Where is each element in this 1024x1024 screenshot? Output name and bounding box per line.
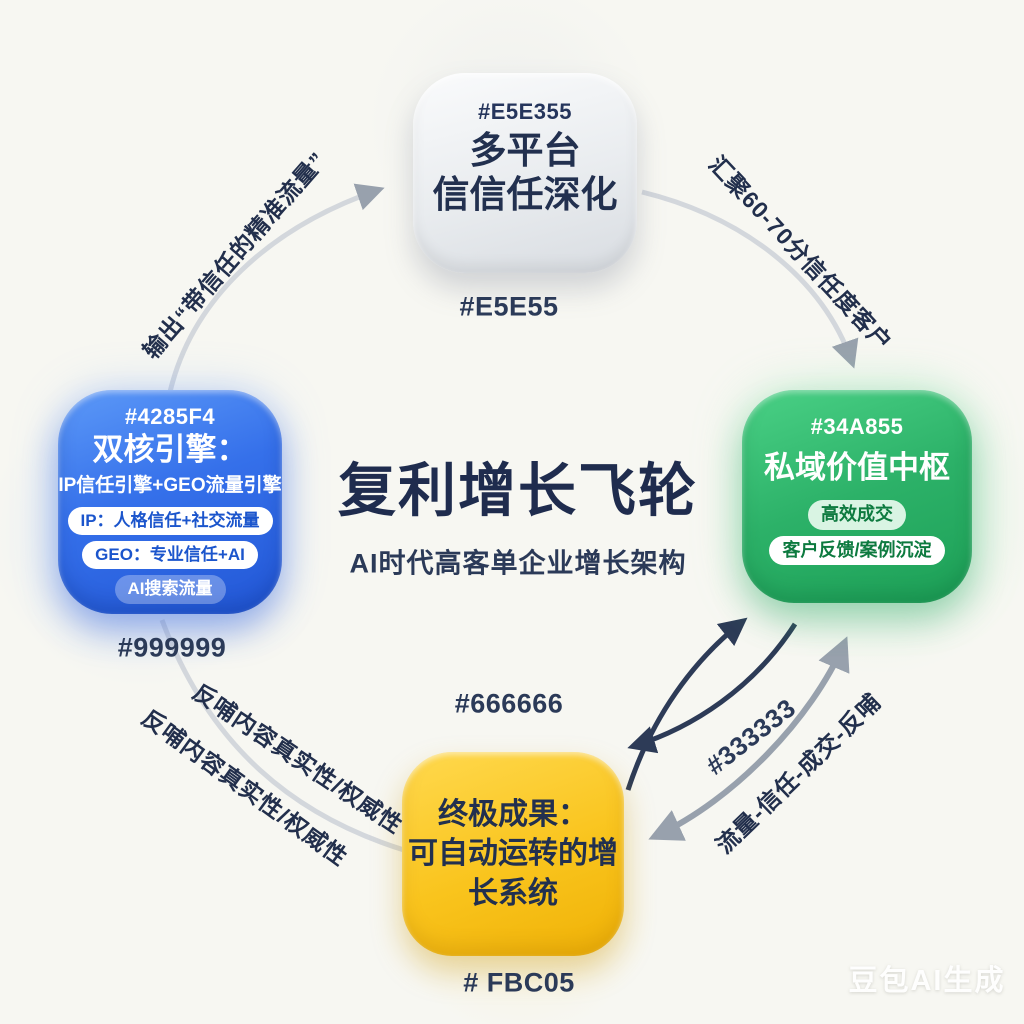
- pill-ip-trust: IP：人格信任+社交流量: [67, 506, 273, 536]
- node-dual-engine: #4285F4 双核引擎： IP信任引擎+GEO流量引擎 IP：人格信任+社交流…: [58, 390, 282, 614]
- node-private-domain-hub: #34A855 私域价值中枢 高效成交 客户反馈/案例沉淀: [742, 390, 972, 603]
- pill-ai-search-traffic: AI搜索流量: [114, 575, 226, 604]
- cycle-arrow-double-gray: [648, 636, 850, 841]
- node-right-hex-label: #34A855: [810, 414, 904, 439]
- node-bottom-line2: 可自动运转的增: [408, 837, 618, 871]
- ai-watermark: 豆包AI生成: [848, 965, 1006, 997]
- node-left-heading: 双核引擎：: [92, 432, 248, 467]
- arc-top-to-right-arrow: [641, 189, 859, 369]
- node-top-hex-label: #E5E355: [477, 99, 573, 124]
- arc-left-to-bottom-line: [159, 619, 405, 853]
- pill-feedback-cases: 客户反馈/案例沉淀: [769, 535, 945, 566]
- node-bottom-line3: 长系统: [468, 876, 558, 910]
- pill-geo-trust: GEO：专业信任+AI: [82, 541, 258, 570]
- node-bottom-line1: 终极成果：: [438, 797, 588, 831]
- node-multiplatform-trust: #E5E355 多平台 信信任深化: [413, 73, 637, 273]
- node-top-line2: 信信任深化: [432, 174, 618, 216]
- arc-left-to-top-arrow: [167, 183, 385, 393]
- diagram-title: 复利增长飞轮: [337, 458, 699, 524]
- node-right-heading: 私域价值中枢: [764, 450, 950, 485]
- node-top-line1: 多平台: [469, 130, 581, 171]
- node-ultimate-result: 终极成果： 可自动运转的增 长系统: [402, 752, 624, 956]
- node-left-hex-label: #4285F4: [124, 404, 216, 429]
- center-title-block: 复利增长飞轮 AI时代高客单企业增长架构: [338, 444, 698, 581]
- hex-caption-center: #666666: [454, 688, 564, 719]
- diagram-subtitle: AI时代高客单企业增长架构: [349, 548, 687, 579]
- hex-caption-bottom: # FBC05: [463, 967, 575, 998]
- pill-efficient-deals: 高效成交: [808, 500, 906, 530]
- hex-caption-top: #E5E55: [459, 291, 559, 322]
- node-left-subheading: IP信任引擎+GEO流量引擎: [58, 474, 282, 496]
- hex-caption-left: #999999: [117, 632, 227, 663]
